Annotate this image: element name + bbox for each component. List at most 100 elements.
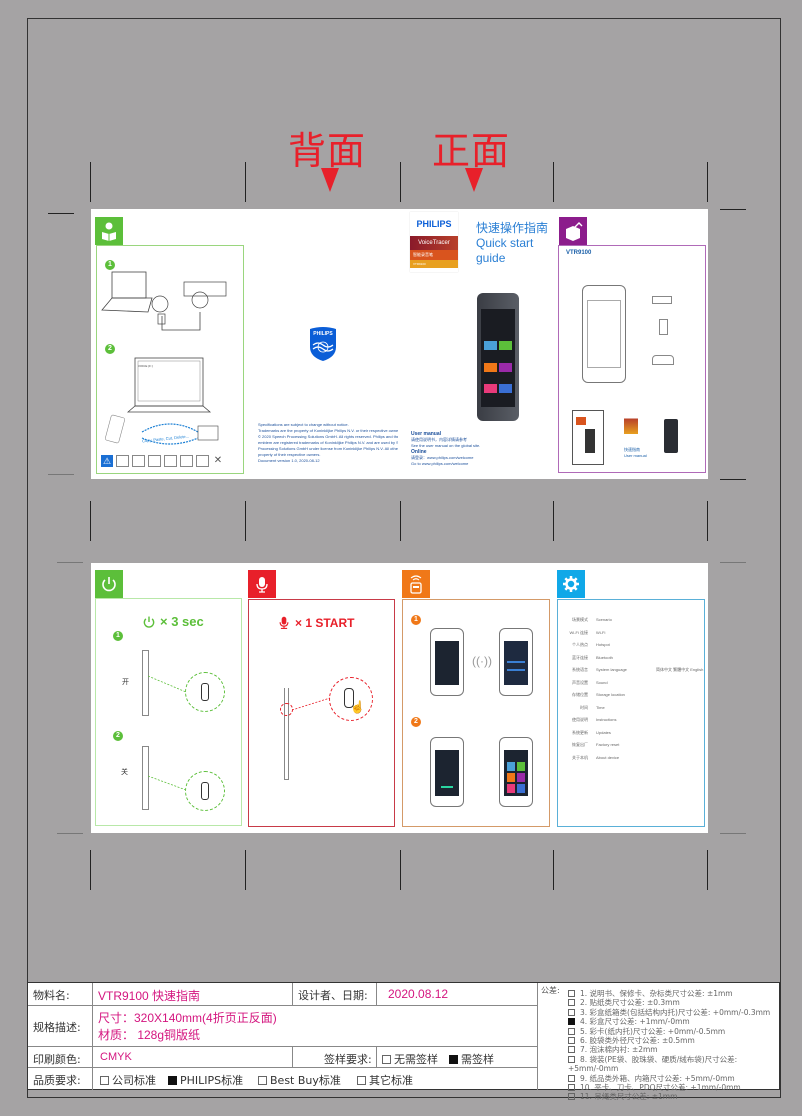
- tolerance-text: 1. 说明书、保修卡、杂标类尺寸公差: ±1mm: [580, 989, 733, 998]
- option-label: Best Buy标准: [270, 1074, 341, 1087]
- connect-panel: [96, 245, 244, 474]
- checkbox[interactable]: [382, 1055, 391, 1064]
- crop-mark: [720, 479, 746, 480]
- laptop-usb-illustration: [101, 271, 227, 331]
- checkbox[interactable]: [568, 1008, 575, 1016]
- settings-zh: 关于本机: [572, 755, 588, 760]
- fold-mark: [400, 501, 401, 541]
- power-off-label: 关: [121, 769, 128, 776]
- spec-material: 材质： 128g铜版纸: [98, 1028, 201, 1042]
- device-photo: [477, 293, 519, 421]
- checkbox[interactable]: [568, 1046, 575, 1054]
- tolerance-item[interactable]: 1. 说明书、保修卡、杂标类尺寸公差: ±1mm: [568, 989, 779, 998]
- settings-en: Updates: [596, 730, 611, 735]
- checkbox[interactable]: [357, 1076, 366, 1085]
- checkbox-checked[interactable]: [449, 1055, 458, 1064]
- no-water-icon: [132, 455, 145, 467]
- title-en-2: guide: [476, 251, 506, 265]
- device-screen-drawing: [499, 628, 533, 696]
- checkbox[interactable]: [100, 1076, 109, 1085]
- tolerance-item[interactable]: 7. 泡沫棉内衬: ±2mm: [568, 1045, 779, 1054]
- checkbox[interactable]: [568, 1055, 575, 1063]
- legal-line: Specifications are subject to change wit…: [258, 422, 349, 427]
- sample-option-none[interactable]: 无需签样: [382, 1051, 438, 1067]
- usb-cable-icon: [652, 296, 672, 304]
- checkbox[interactable]: [568, 1074, 575, 1082]
- online-zh[interactable]: 请登录：www.philips.com/welcome: [411, 455, 474, 460]
- no-magnet-icon: [196, 455, 209, 467]
- tolerance-label: 公差:: [541, 986, 560, 995]
- checkbox[interactable]: [568, 999, 575, 1007]
- back-face-label: 背面: [288, 129, 367, 173]
- settings-zh: 场景模式: [572, 617, 588, 622]
- manual-thumb: [624, 412, 638, 434]
- step-number: 2: [105, 344, 115, 354]
- manual-caption-2: User manual: [624, 453, 647, 458]
- tolerance-item[interactable]: 6. 胶袋类外径尺寸公差: ±0.5mm: [568, 1036, 779, 1045]
- tolerance-text: 2. 贴纸类尺寸公差: ±0.3mm: [580, 998, 680, 1008]
- tolerance-item[interactable]: 11. 吊绳类尺寸公差: ±1mm: [568, 1092, 779, 1101]
- checkbox[interactable]: [568, 990, 575, 997]
- quality-label: 品质要求:: [33, 1074, 81, 1087]
- tolerance-item[interactable]: 10. 平卡、刀卡、PDQ尺寸公差: +1mm/-0mm: [568, 1083, 779, 1092]
- fold-mark: [400, 850, 401, 890]
- checkbox[interactable]: [568, 1093, 575, 1101]
- model-small: VTR9100: [410, 260, 458, 268]
- settings-en: Scenario: [596, 617, 612, 622]
- online-title: Online: [411, 449, 427, 455]
- tolerance-item[interactable]: 9. 纸品类外箱、内箱尺寸公差: +5mm/-0mm: [568, 1074, 779, 1083]
- spec-label: 规格描述:: [33, 1021, 81, 1034]
- fold-mark: [400, 162, 401, 202]
- brand-logo: PHILIPS: [416, 219, 452, 229]
- tolerance-item[interactable]: 2. 贴纸类尺寸公差: ±0.3mm: [568, 998, 779, 1007]
- no-heat-icon: [116, 455, 129, 467]
- online-link[interactable]: Go to www.philips.com/welcome: [411, 461, 469, 466]
- tolerance-list: 1. 说明书、保修卡、杂标类尺寸公差: ±1mm 2. 贴纸类尺寸公差: ±0.…: [568, 989, 779, 1102]
- tolerance-text: 6. 胶袋类外径尺寸公差: ±0.5mm: [580, 1036, 695, 1046]
- checkbox-checked[interactable]: [568, 1018, 575, 1026]
- device-side-drawing: [142, 650, 149, 716]
- power-button-zoom: [185, 771, 225, 811]
- settings-zh: 系统语言: [572, 667, 588, 672]
- open-box-icon: [559, 217, 587, 245]
- spec-table: 物料名: VTR9100 快速指南 设计者、日期: 2020.08.12 规格描…: [27, 982, 780, 1101]
- wifi-panel: [402, 599, 550, 827]
- crop-mark: [57, 833, 83, 834]
- sample-option-required[interactable]: 需签样: [449, 1051, 494, 1067]
- tolerance-item[interactable]: 3. 彩盒纸箱类(包括结构内托)尺寸公差: +0mm/-0.3mm: [568, 1008, 779, 1017]
- tolerance-item[interactable]: 5. 彩卡(纸内托)尺寸公差: +0mm/-0.5mm: [568, 1027, 779, 1036]
- checkbox[interactable]: [568, 1084, 575, 1092]
- checkbox-checked[interactable]: [168, 1076, 177, 1085]
- tolerance-item[interactable]: 4. 彩盒尺寸公差: +1mm/-0mm: [568, 1017, 779, 1026]
- power-panel: [95, 598, 242, 826]
- checkbox[interactable]: [258, 1076, 267, 1085]
- no-drop-icon: [180, 455, 193, 467]
- wifi-device-icon: [402, 570, 430, 598]
- tolerance-text: 10. 平卡、刀卡、PDQ尺寸公差: +1mm/-0mm: [580, 1083, 741, 1093]
- quality-option-bestbuy[interactable]: Best Buy标准: [258, 1072, 341, 1088]
- settings-en: Time: [596, 705, 605, 710]
- checkbox[interactable]: [568, 1037, 575, 1045]
- device-screen-drawing: [499, 737, 533, 807]
- product-sub: 智能录音笔: [410, 250, 458, 260]
- crop-mark: [720, 562, 746, 563]
- settings-en: Storage location: [596, 692, 625, 697]
- tolerance-item[interactable]: 8. 袋装(PE袋、胶珠袋、硬质/绒布袋)尺寸公差: +5mm/-0mm: [568, 1055, 779, 1074]
- quality-option-other[interactable]: 其它标准: [357, 1072, 413, 1088]
- crop-mark: [48, 213, 74, 214]
- crop-mark: [720, 833, 746, 834]
- fold-mark: [707, 162, 708, 202]
- settings-panel: [557, 599, 705, 827]
- quality-option-philips[interactable]: PHILIPS标准: [168, 1072, 243, 1088]
- record-action: × 1 START: [295, 616, 355, 630]
- checkbox[interactable]: [568, 1027, 575, 1035]
- crop-mark: [720, 209, 746, 210]
- quality-option-company[interactable]: 公司标准: [100, 1072, 156, 1088]
- adapter-icon: [659, 319, 668, 335]
- print-color-label: 印刷颜色:: [33, 1053, 81, 1066]
- callout-line: [148, 775, 187, 791]
